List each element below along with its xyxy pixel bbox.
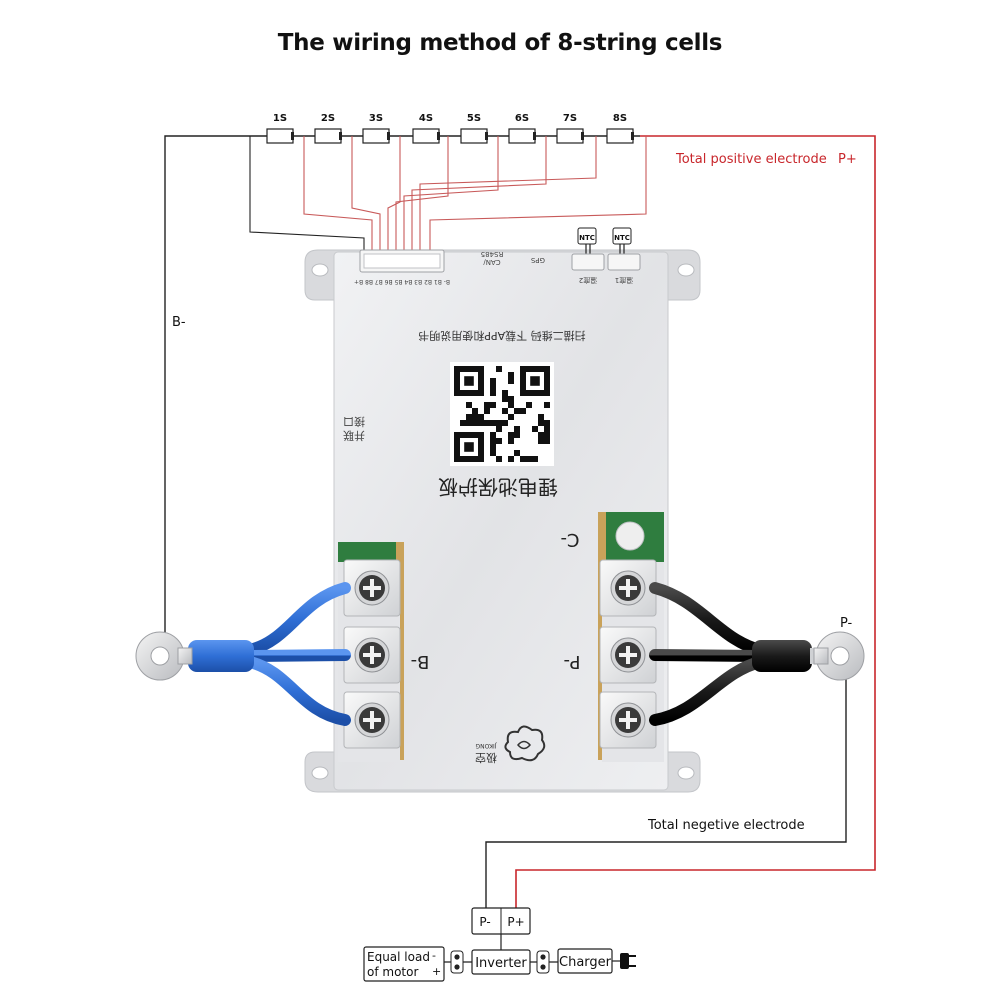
cell-3s: 3S <box>362 113 390 144</box>
scan-instruction: 扫描二维码 下载APP和使用说明书 <box>418 329 585 343</box>
temp2-label: 温度2 <box>579 276 597 285</box>
load-minus: - <box>432 949 436 962</box>
b-minus-cable <box>182 582 351 726</box>
balance-wire <box>387 136 401 256</box>
balance-wire <box>351 136 381 256</box>
load-box <box>363 946 445 982</box>
page-title: The wiring method of 8-string cells <box>277 30 723 56</box>
balance-wire <box>249 136 365 256</box>
cell-label: 8S <box>613 113 627 124</box>
b-minus-wire <box>164 135 250 640</box>
charger-label: Charger <box>559 955 612 970</box>
cell-boxes: 1S 2S 3S 4S 5S 6S 7S 8S <box>266 113 634 144</box>
p-minus-side-label: P- <box>564 651 581 672</box>
c-minus-label: C- <box>560 529 579 550</box>
b-minus-label: B- <box>172 315 186 330</box>
ntc-sensor-1: NTC <box>612 227 632 256</box>
ntc-1-label: NTC <box>614 234 630 242</box>
plug-icon <box>612 953 636 969</box>
cell-label: 5S <box>467 113 481 124</box>
balance-wires <box>249 136 647 256</box>
cell-8s: 8S <box>606 113 634 144</box>
cell-label: 6S <box>515 113 529 124</box>
balance-wire <box>419 136 597 256</box>
charger-connector <box>530 950 558 974</box>
ntc-connectors <box>571 253 641 271</box>
balance-header <box>359 249 445 273</box>
cell-label: 4S <box>419 113 433 124</box>
output-p-plus: P+ <box>507 915 524 929</box>
cell-label: 2S <box>321 113 335 124</box>
p-minus-ring-lug <box>813 631 865 681</box>
brand-cn: 极空 <box>475 751 497 765</box>
cell-7s: 7S <box>556 113 584 144</box>
total-negative-label: Total negetive electrode <box>647 818 805 833</box>
cell-2s: 2S <box>314 113 342 144</box>
header-pin-label: B- B1 B2 B3 B4 B5 B6 B7 B8 B+ <box>354 278 450 285</box>
screw-terminal <box>599 691 657 749</box>
brand-en: JIKONG <box>475 742 497 749</box>
p-minus-wire <box>485 670 847 908</box>
cell-1s: 1S <box>266 113 294 144</box>
load-plus: + <box>432 965 441 978</box>
screw-terminal <box>343 691 401 749</box>
screw-terminal <box>599 559 657 617</box>
brand-logo <box>504 725 546 762</box>
cell-label: 3S <box>369 113 383 124</box>
ntc-2-label: NTC <box>579 234 595 242</box>
p-plus-label: P+ <box>838 152 857 167</box>
screw-terminal <box>343 626 401 684</box>
balance-wire <box>403 136 499 256</box>
cell-6s: 6S <box>508 113 536 144</box>
cell-label: 1S <box>273 113 287 124</box>
screw-terminal <box>343 559 401 617</box>
cell-label: 7S <box>563 113 577 124</box>
total-positive-wire <box>515 135 876 908</box>
screw-terminals <box>343 559 657 749</box>
temp1-label: 温度1 <box>615 276 633 285</box>
total-positive-label: Total positive electrode <box>675 152 827 167</box>
balance-wire <box>411 136 547 256</box>
p-minus-cable <box>649 582 818 726</box>
c-minus-pad <box>615 521 645 551</box>
qr-code <box>450 362 554 466</box>
screw-terminal <box>599 626 657 684</box>
b-minus-ring-lug <box>135 631 193 681</box>
load-line1: Equal load <box>367 950 430 964</box>
load-line2: of motor <box>367 965 418 979</box>
cell-5s: 5S <box>460 113 488 144</box>
b-minus-side-label: B- <box>411 651 430 672</box>
can-label: CAN/ <box>483 258 501 266</box>
parallel-label: 并联 <box>343 429 365 443</box>
cell-4s: 4S <box>412 113 440 144</box>
balance-wire <box>303 136 373 256</box>
p-minus-label: P- <box>840 616 853 631</box>
balance-wire <box>429 136 647 256</box>
balance-wire <box>395 136 449 256</box>
output-p-minus: P- <box>479 915 490 929</box>
rs485-label: RS485 <box>481 250 504 258</box>
load-connector <box>444 950 472 974</box>
gps-label: GPS <box>530 256 545 264</box>
interface-label: 接口 <box>343 415 365 428</box>
board-name: 锂电池保护板 <box>438 475 558 499</box>
inverter-label: Inverter <box>475 956 527 971</box>
